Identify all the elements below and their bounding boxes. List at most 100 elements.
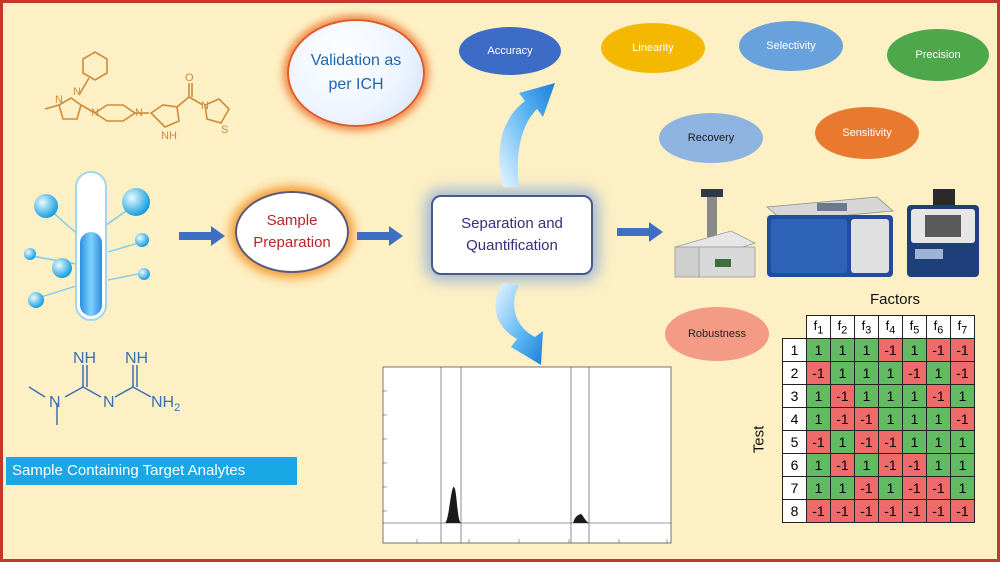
doe-cell: -1	[854, 499, 879, 523]
analytical-instruments-illustration	[673, 189, 979, 278]
atom-n2: N	[73, 86, 81, 98]
doe-factors-title: Factors	[869, 291, 920, 308]
doe-factor-2: 2	[841, 324, 848, 337]
atom-nh: NH	[161, 130, 177, 142]
doe-cell: -1	[806, 361, 831, 385]
doe-cell: -1	[926, 384, 951, 408]
guanidine-n-left: N	[49, 394, 61, 411]
curved-arrow-down-icon	[495, 283, 543, 365]
atom-n1: N	[55, 94, 63, 106]
atom-o: O	[185, 72, 194, 84]
doe-cell: -1	[854, 407, 879, 431]
doe-cell: -1	[830, 499, 855, 523]
doe-test-number: 6	[782, 453, 807, 477]
autosampler-instrument	[673, 189, 757, 278]
doe-cell: 1	[926, 453, 951, 477]
doe-cell: 1	[854, 361, 879, 385]
doe-cell: 1	[926, 361, 951, 385]
chromatogram-plot	[382, 366, 672, 544]
doe-factor-3: 3	[865, 324, 872, 337]
doe-cell: 1	[950, 476, 975, 500]
doe-cell: -1	[878, 499, 903, 523]
doe-cell: -1	[902, 361, 927, 385]
doe-cell: 1	[950, 430, 975, 454]
doe-cell: 1	[830, 338, 855, 362]
doe-cell: 1	[878, 407, 903, 431]
doe-cell: -1	[926, 476, 951, 500]
doe-test-number: 8	[782, 499, 807, 523]
validation-line2: per ICH	[328, 76, 384, 93]
sensitivity-node: Sensitivity	[815, 107, 919, 159]
doe-cell: -1	[950, 499, 975, 523]
doe-cell: 1	[806, 476, 831, 500]
sample-prep-line2: Preparation	[253, 234, 331, 251]
doe-factor-1: 1	[817, 324, 824, 337]
doe-cell: -1	[902, 476, 927, 500]
doe-cell: 1	[950, 453, 975, 477]
doe-cell: 1	[854, 338, 879, 362]
guanidine-nh-right: NH	[125, 350, 148, 367]
doe-cell: -1	[878, 453, 903, 477]
doe-cell: -1	[854, 476, 879, 500]
doe-test-number: 4	[782, 407, 807, 431]
doe-cell: -1	[878, 430, 903, 454]
separation-quantification-node: Separation and Quantification	[431, 195, 593, 275]
doe-test-number: 3	[782, 384, 807, 408]
guanidine-nh-left: NH	[73, 350, 96, 367]
doe-cell: -1	[806, 499, 831, 523]
doe-cell: 1	[878, 476, 903, 500]
doe-factor-header: f7	[950, 315, 975, 339]
arrow-right-icon	[357, 226, 403, 246]
doe-test-number: 7	[782, 476, 807, 500]
test-tube-illustration	[24, 171, 150, 321]
precision-node: Precision	[887, 29, 989, 81]
doe-cell: 1	[902, 338, 927, 362]
doe-cell: -1	[902, 453, 927, 477]
doe-factor-4: 4	[889, 324, 896, 337]
arrow-right-icon	[617, 222, 663, 242]
guanidine-nh2: NH2	[151, 394, 180, 414]
doe-factor-header: f2	[830, 315, 855, 339]
doe-test-label: Test	[750, 425, 768, 454]
atom-n5: N	[201, 100, 209, 112]
doe-factor-5: 5	[913, 324, 920, 337]
doe-factor-header: f1	[806, 315, 831, 339]
doe-cell: 1	[806, 407, 831, 431]
doe-cell: 1	[950, 384, 975, 408]
doe-cell: -1	[830, 453, 855, 477]
doe-test-number: 2	[782, 361, 807, 385]
doe-cell: 1	[902, 430, 927, 454]
doe-factor-6: 6	[937, 324, 944, 337]
doe-factor-header: f3	[854, 315, 879, 339]
doe-cell: 1	[830, 430, 855, 454]
sample-label: Sample Containing Target Analytes	[6, 457, 297, 485]
doe-cell: 1	[806, 338, 831, 362]
sample-preparation-node: Sample Preparation	[235, 191, 349, 273]
doe-cell: -1	[854, 430, 879, 454]
curved-arrow-up-icon	[499, 83, 555, 187]
doe-factor-7: 7	[961, 324, 968, 337]
separation-line2: Quantification	[466, 237, 558, 254]
doe-cell: -1	[950, 361, 975, 385]
doe-cell: 1	[806, 384, 831, 408]
doe-cell: 1	[854, 453, 879, 477]
robustness-node: Robustness	[665, 307, 769, 361]
doe-cell: -1	[830, 384, 855, 408]
doe-cell: 1	[902, 407, 927, 431]
densitometer-instrument	[907, 189, 979, 277]
doe-corner	[783, 316, 807, 339]
doe-cell: -1	[806, 430, 831, 454]
doe-test-number: 5	[782, 430, 807, 454]
validation-line1: Validation as	[310, 52, 402, 69]
doe-cell: 1	[902, 384, 927, 408]
doe-cell: 1	[854, 384, 879, 408]
pyrazole-molecule-structure: N N N N NH N O S	[44, 51, 230, 142]
